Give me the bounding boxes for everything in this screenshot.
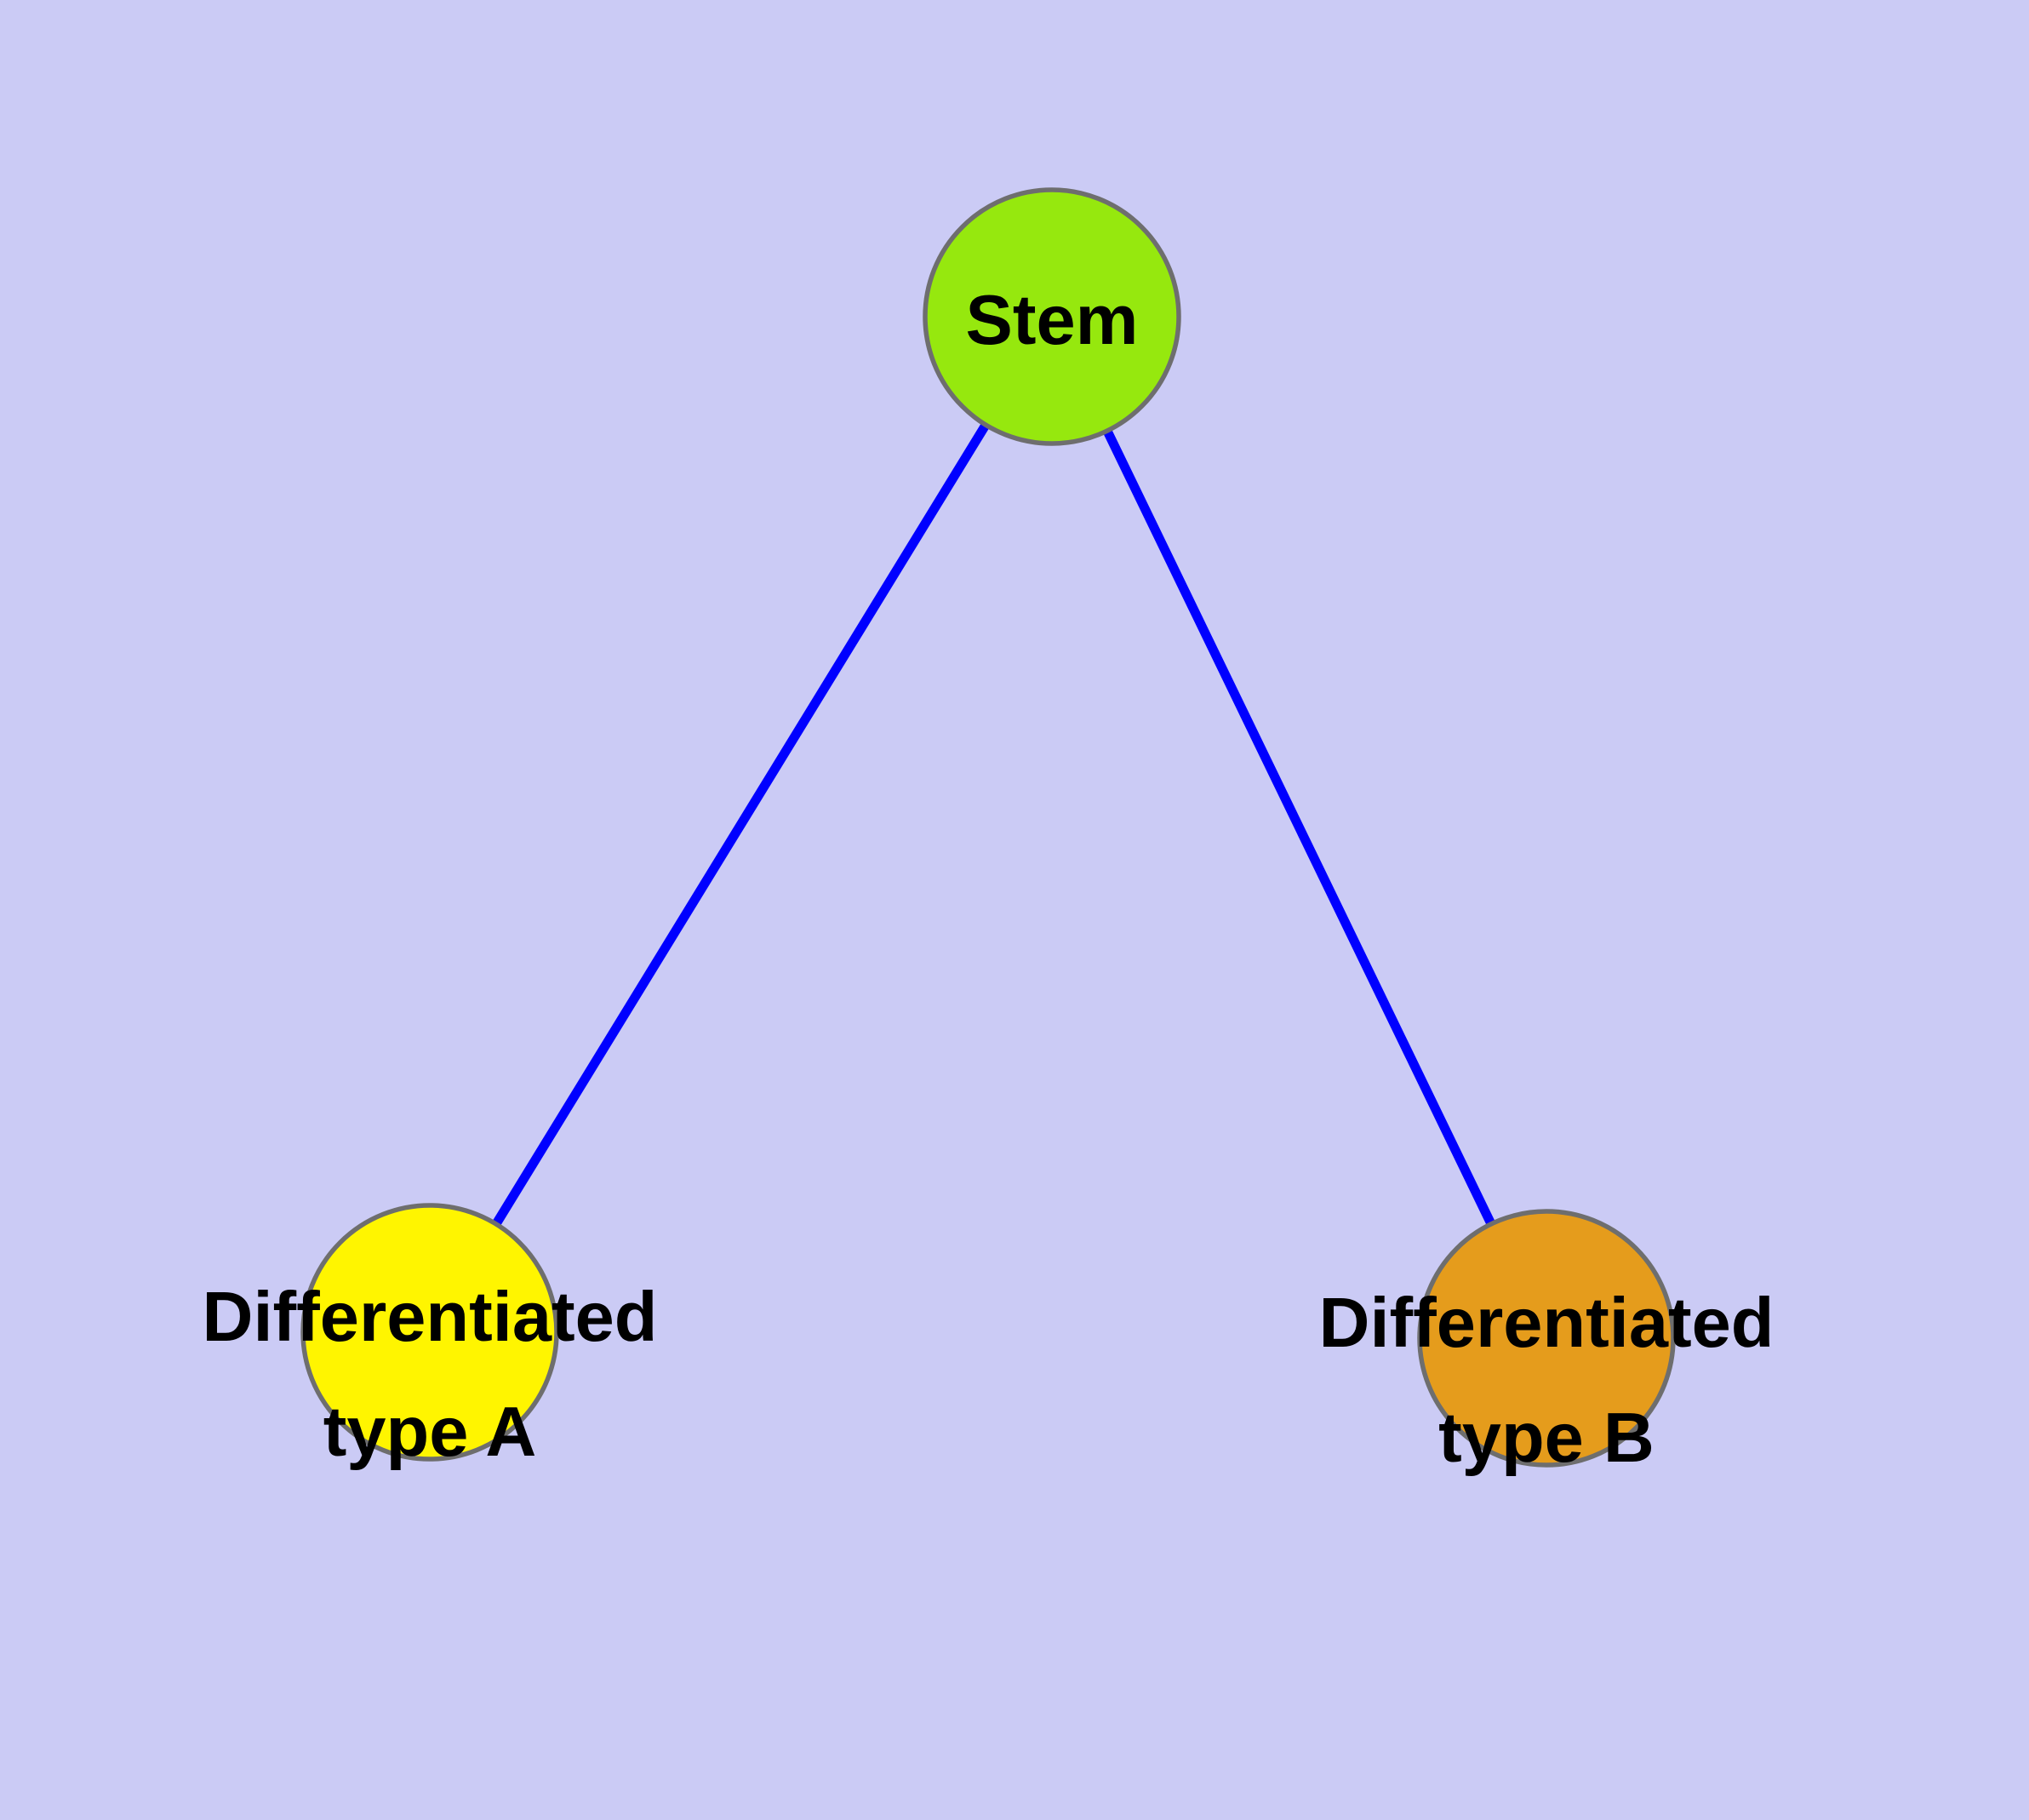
edge-stem-to-type-a: [425, 312, 1057, 1337]
node-type-a-label-line-1: Differentiated: [203, 1277, 658, 1356]
node-differentiated-type-a: [300, 1203, 559, 1462]
node-stem: [923, 187, 1181, 446]
edge-stem-to-type-b: [1047, 312, 1552, 1343]
node-type-b-label-line-2: type B: [1438, 1398, 1655, 1477]
node-type-a-label-line-2: type A: [323, 1392, 537, 1471]
node-stem-label: Stem: [966, 280, 1139, 359]
node-type-b-label-line-1: Differentiated: [1319, 1283, 1775, 1362]
node-differentiated-type-b: [1417, 1209, 1676, 1468]
